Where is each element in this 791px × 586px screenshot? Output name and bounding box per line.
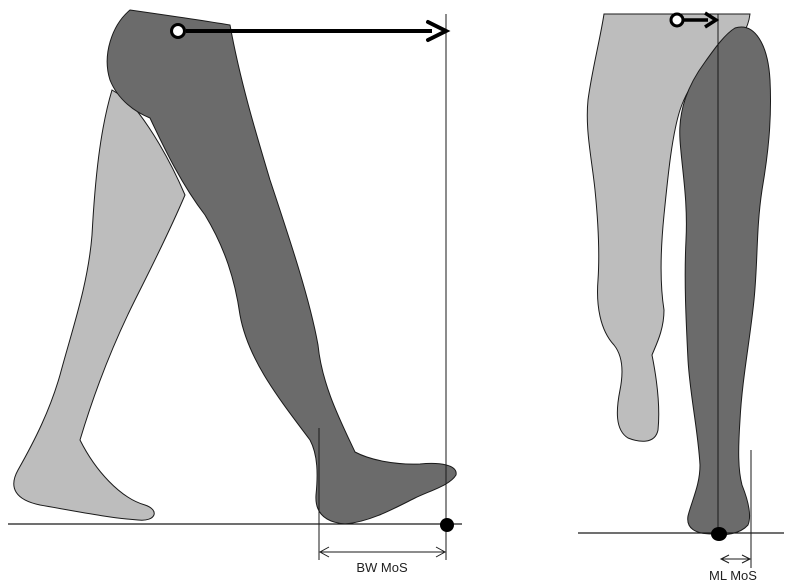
- sagittal-com-marker: [172, 25, 185, 38]
- bw-mos-label: BW MoS: [356, 560, 408, 575]
- sagittal-view-panel: BW MoS: [8, 10, 462, 575]
- frontal-com-marker: [671, 14, 683, 26]
- frontal-view-panel: ML MoS: [578, 13, 784, 583]
- sagittal-xcom-point: [440, 518, 454, 532]
- sagittal-swing-leg: [14, 90, 185, 520]
- frontal-stance-leg: [680, 27, 771, 535]
- sagittal-stance-leg: [107, 10, 456, 524]
- frontal-xcom-point: [711, 527, 727, 541]
- ml-mos-label: ML MoS: [709, 568, 757, 583]
